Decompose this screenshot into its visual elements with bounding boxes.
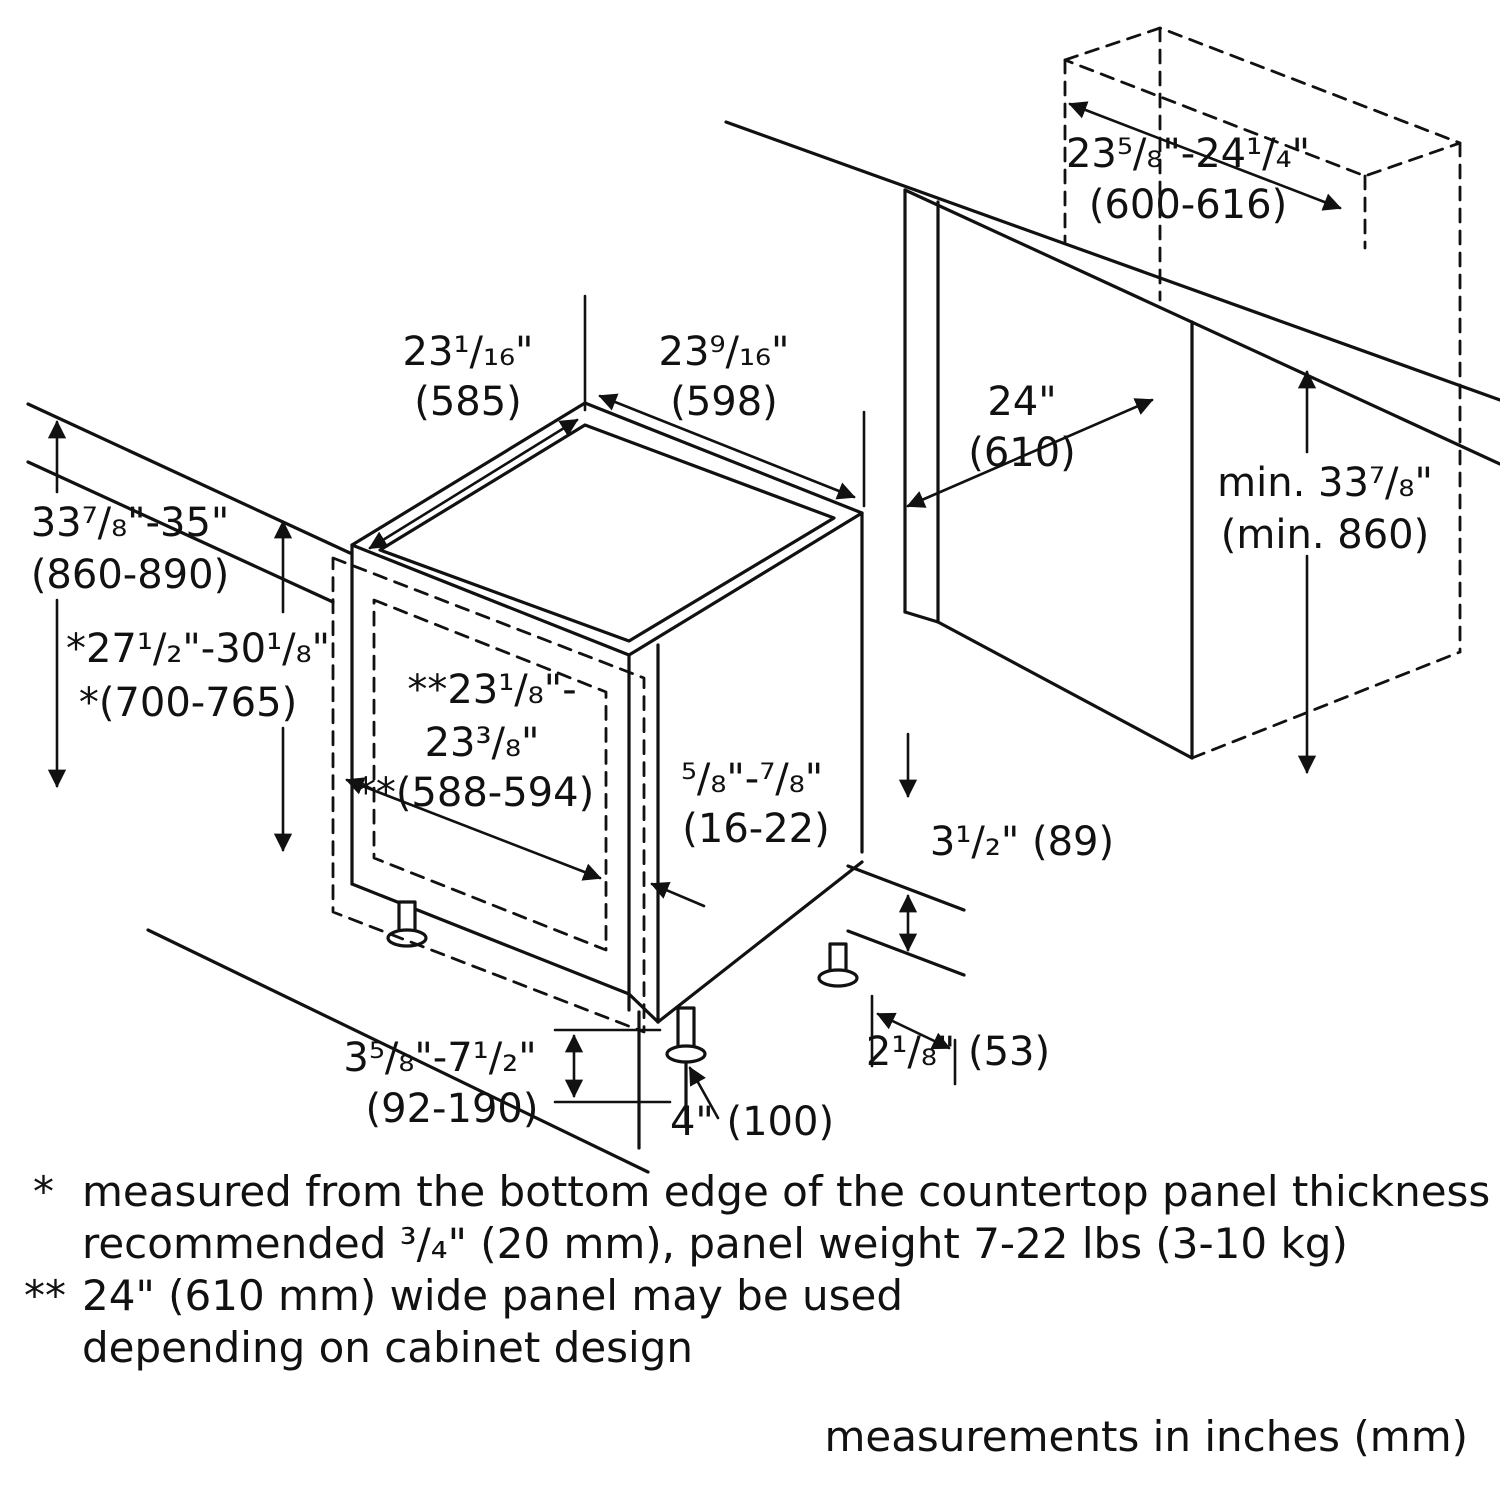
dim-base-height-mm: (92-190) bbox=[365, 1086, 539, 1132]
dim-panel-width-line2: 23³/₈" bbox=[424, 720, 540, 766]
dim-panel-width-arrow bbox=[345, 777, 602, 881]
dim-niche-width-mm: (610) bbox=[968, 430, 1076, 476]
dim-panel-width-line3: **(588-594) bbox=[355, 770, 595, 816]
dim-foot-inset-arrow bbox=[870, 994, 957, 1086]
dim-toe-kick: 3¹/₂" (89) bbox=[929, 819, 1115, 865]
dim-door-gap-mm: (16-22) bbox=[682, 806, 830, 852]
units-note: measurements in inches (mm) bbox=[824, 1412, 1468, 1461]
dim-overall-height-mm: (860-890) bbox=[30, 552, 230, 598]
dim-top-depth-mm: (598) bbox=[670, 379, 778, 425]
custom-panel-outline bbox=[331, 556, 646, 1034]
dim-door-gap-arrow bbox=[650, 882, 706, 908]
dim-top-width-left-mm: (585) bbox=[414, 379, 522, 425]
footnote2-line2: depending on cabinet design bbox=[82, 1323, 694, 1372]
dim-counter-depth-mm: (600-616) bbox=[1088, 182, 1288, 228]
dim-panel-height-mm: *(700-765) bbox=[78, 680, 298, 726]
footnote1-marker: * bbox=[33, 1167, 54, 1216]
dim-counter-depth-arrow bbox=[1068, 101, 1342, 211]
footnote2-line1: 24" (610 mm) wide panel may be used bbox=[82, 1271, 904, 1320]
dim-niche-height-in: min. 33⁷/₈" bbox=[1217, 460, 1433, 506]
dim-niche-height-mm: (min. 860) bbox=[1220, 512, 1430, 558]
dim-top-width-left-in: 23¹/₁₆" bbox=[402, 329, 534, 375]
dim-door-gap-in: ⁵/₈"-⁷/₈" bbox=[680, 756, 824, 802]
dim-top-depth-arrow bbox=[598, 393, 866, 508]
dim-overall-height-in: 33⁷/₈"-35" bbox=[30, 500, 230, 546]
dim-foot-inset: 2¹/₈" (53) bbox=[865, 1029, 1051, 1075]
dim-foot-depth-arrow bbox=[688, 1066, 720, 1120]
right-countertop-and-cabinet bbox=[724, 120, 1500, 760]
dim-counter-depth-in: 23⁵/₈"-24¹/₄" bbox=[1065, 131, 1311, 177]
dim-foot-depth: 4" (100) bbox=[669, 1099, 835, 1145]
dim-panel-width-line1: **23¹/₈"- bbox=[407, 667, 577, 713]
footnote2-marker: ** bbox=[24, 1271, 66, 1320]
dim-top-width-left-arrow bbox=[368, 294, 587, 550]
toe-step-lines bbox=[846, 864, 966, 977]
dim-base-height-arrow bbox=[553, 1028, 672, 1104]
dim-niche-width-arrow bbox=[906, 398, 1154, 508]
leveling-feet bbox=[386, 900, 859, 1150]
dim-panel-height-in: *27¹/₂"-30¹/₈" bbox=[65, 626, 331, 672]
floor-line bbox=[146, 928, 650, 1174]
dim-top-depth-in: 23⁹/₁₆" bbox=[658, 329, 790, 375]
dim-niche-width-in: 24" bbox=[987, 379, 1057, 425]
footnote1-line2: recommended ³/₄" (20 mm), panel weight 7… bbox=[82, 1219, 1348, 1268]
dim-base-height-in: 3⁵/₈"-7¹/₂" bbox=[343, 1035, 537, 1081]
footnote1-line1: measured from the bottom edge of the cou… bbox=[82, 1167, 1491, 1216]
